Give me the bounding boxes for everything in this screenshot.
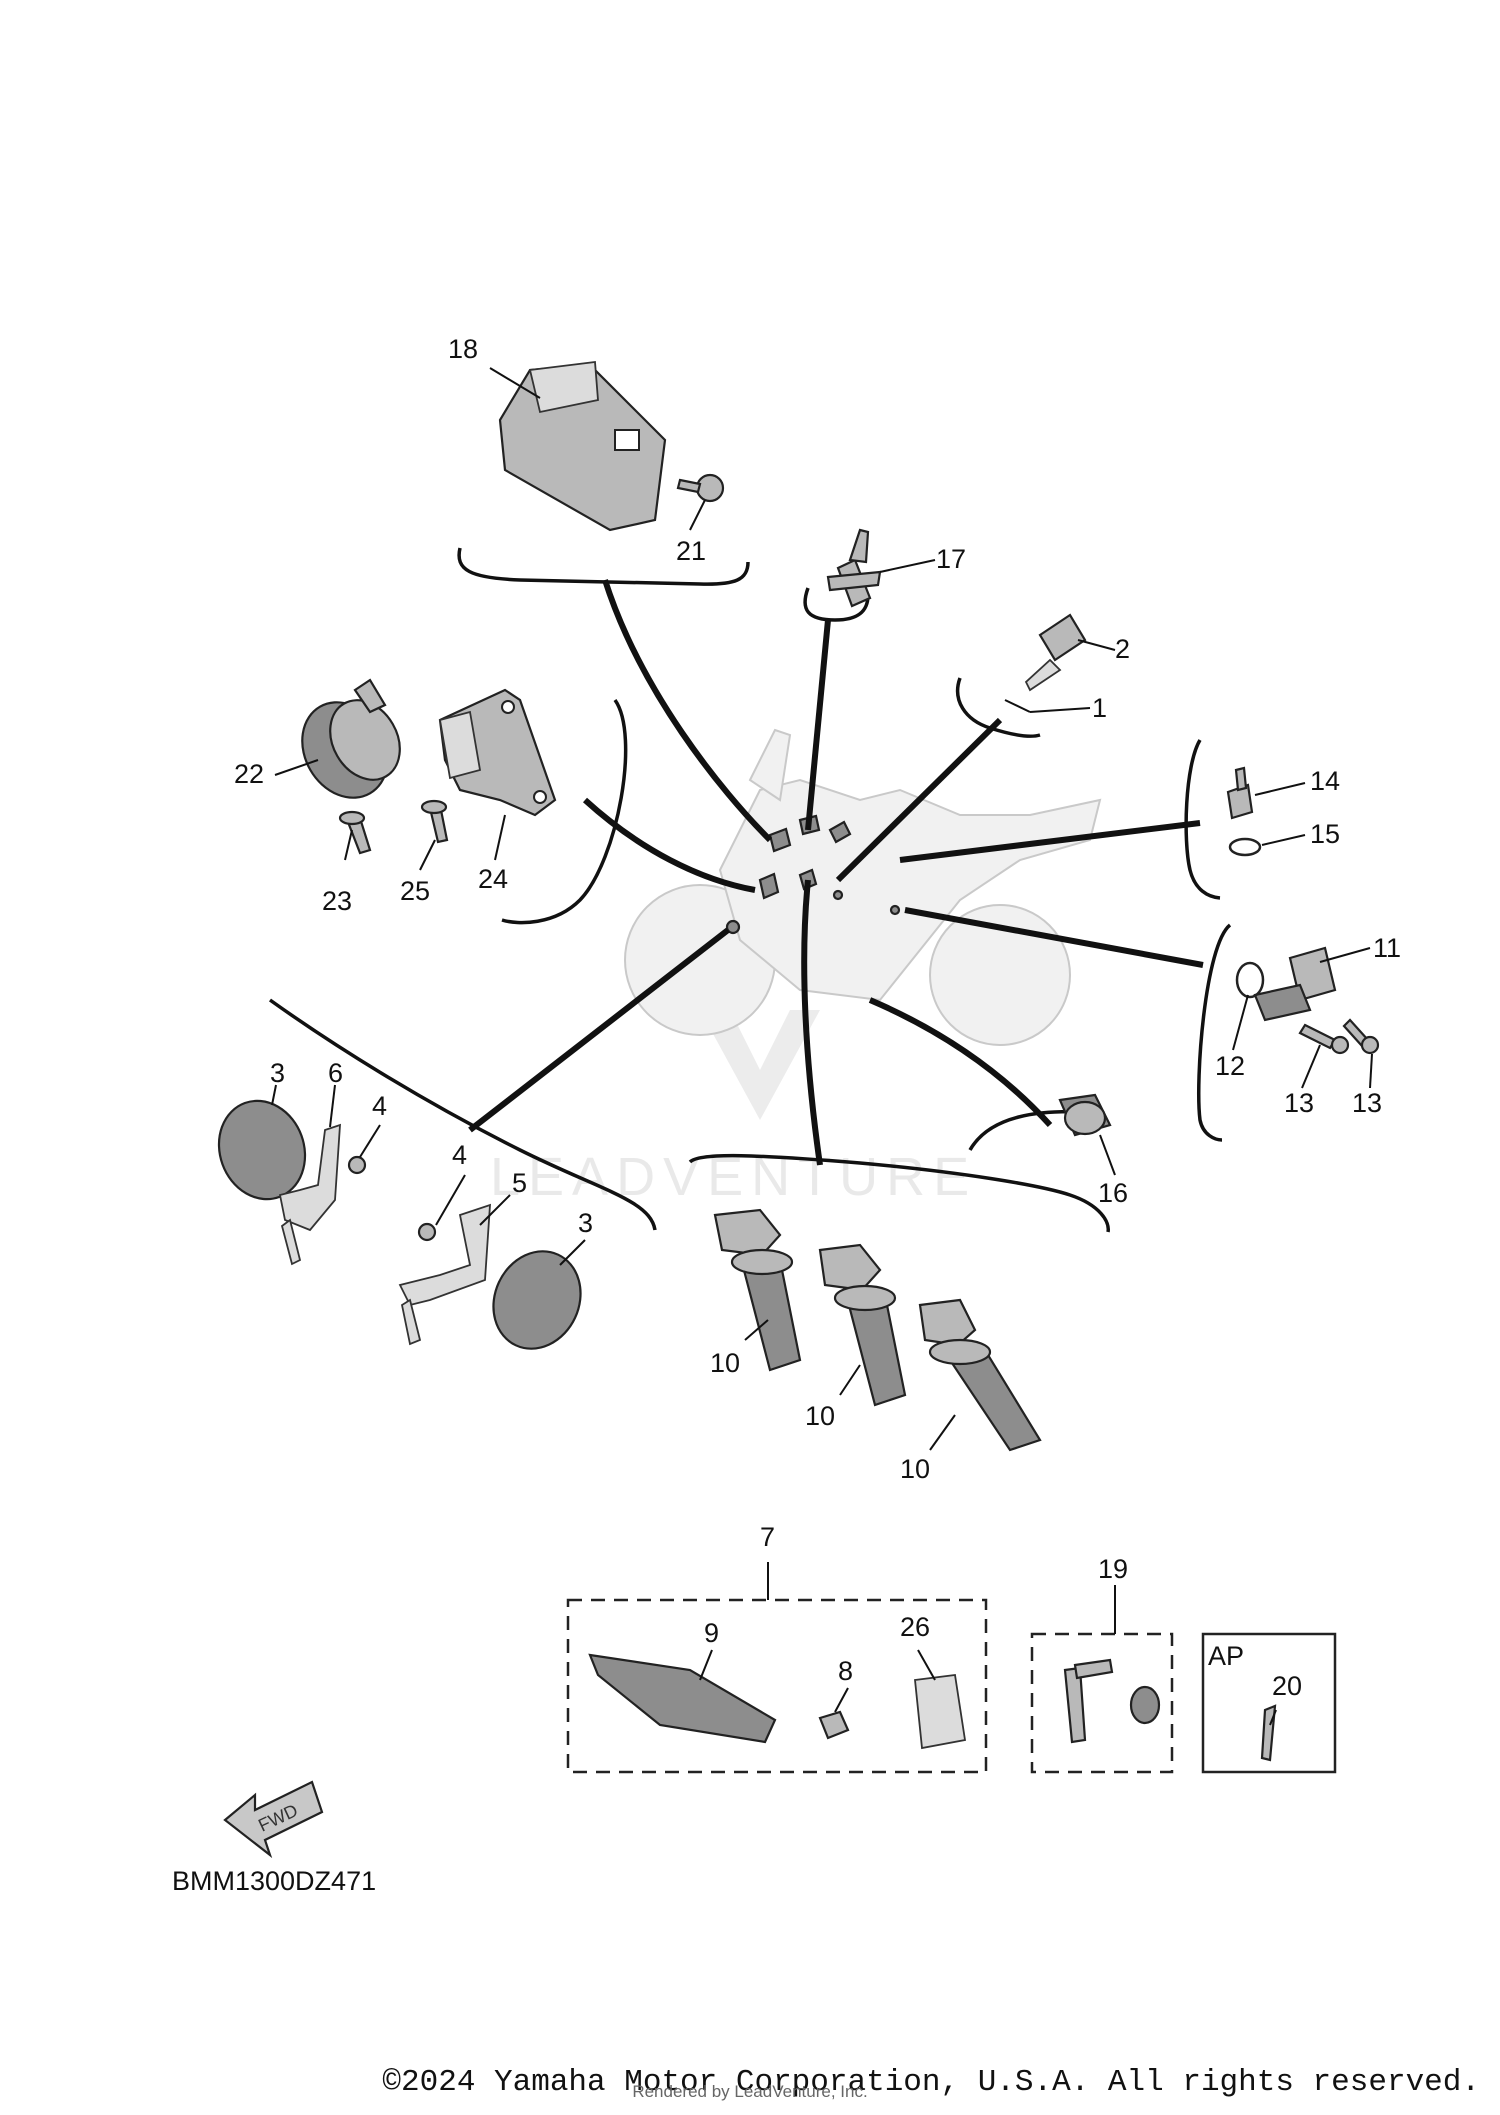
callout-4b: 4 [452,1140,467,1170]
part-19-lock-box [1030,1585,1174,1774]
callout-23: 23 [322,886,352,916]
callout-20: 20 [1272,1671,1302,1701]
part-10-coil-b [818,1243,907,1407]
callout-6: 6 [328,1058,343,1088]
callout-3b: 3 [578,1208,593,1238]
callout-9: 9 [704,1618,719,1648]
part-5-stay [398,1203,491,1346]
callout-7: 7 [760,1522,775,1552]
callout-labels: 18 21 17 2 1 14 15 11 12 13 13 16 22 23 … [234,334,1401,1701]
callout-24: 24 [478,864,508,894]
callout-13a: 13 [1284,1088,1314,1118]
part-15-washer [1228,837,1262,857]
callout-22: 22 [234,759,264,789]
part-24-horn-bracket [438,688,557,817]
callout-1: 1 [1092,693,1107,723]
callout-2: 2 [1115,634,1130,664]
part-26-tag [914,1673,967,1750]
callout-16: 16 [1098,1178,1128,1208]
part-12-oring [1235,961,1265,999]
callout-10c: 10 [900,1454,930,1484]
part-18-bracket [498,360,667,532]
part-11-sensor [1253,946,1337,1022]
callout-11: 11 [1373,933,1401,963]
part-10-coil-a [713,1208,802,1372]
part-3-reflector-left [217,1099,307,1201]
motorcycle-illustration [624,728,1102,1046]
part-8-key [818,1710,850,1740]
callout-21: 21 [676,536,706,566]
part-13-bolts [1298,1018,1380,1055]
part-2-switch [1024,613,1087,692]
callout-5: 5 [512,1168,527,1198]
callout-10a: 10 [710,1348,740,1378]
callout-leaders [271,367,1373,1726]
callout-13b: 13 [1352,1088,1382,1118]
part-23-screw [338,810,372,855]
part-25-screw [420,799,449,844]
callout-19: 19 [1098,1554,1128,1584]
part-14-sensor [1226,766,1254,820]
part-4-nut-right [417,1222,437,1242]
part-6-stay [278,1123,341,1266]
callout-25: 25 [400,876,430,906]
callout-8: 8 [838,1656,853,1686]
callout-18: 18 [448,334,478,364]
part-21-bolt [676,473,725,503]
copyright-footer: ©2024 Yamaha Motor Corporation, U.S.A. A… [382,2065,1480,2100]
watermark: LEADVENTURE [490,1010,969,1207]
ap-label: AP [1208,1641,1244,1671]
group-links [468,579,1204,1166]
part-7-kit-box [566,1562,988,1774]
part-3-reflector-right [492,1250,582,1350]
part-10-coil-c [918,1298,1042,1452]
callout-12: 12 [1215,1051,1245,1081]
callout-17: 17 [936,544,966,574]
group-braces [268,547,1232,1233]
callout-10b: 10 [805,1401,835,1431]
part-4-nut-left [347,1155,367,1175]
fwd-arrow-icon: FWD [223,1780,324,1859]
callout-4a: 4 [372,1091,387,1121]
part-9-unit [588,1653,777,1744]
callout-26: 26 [900,1612,930,1642]
part-17-sensor [826,528,882,608]
callout-14: 14 [1310,766,1340,796]
part-1-gasket [1004,699,1031,713]
render-credit: Rendered by LeadVenture, Inc. [632,2082,868,2101]
diagram-code: BMM1300DZ471 [172,1866,376,1896]
callout-15: 15 [1310,819,1340,849]
part-16-sensor [1058,1093,1112,1137]
part-22-horn [301,678,401,799]
callout-3a: 3 [270,1058,285,1088]
